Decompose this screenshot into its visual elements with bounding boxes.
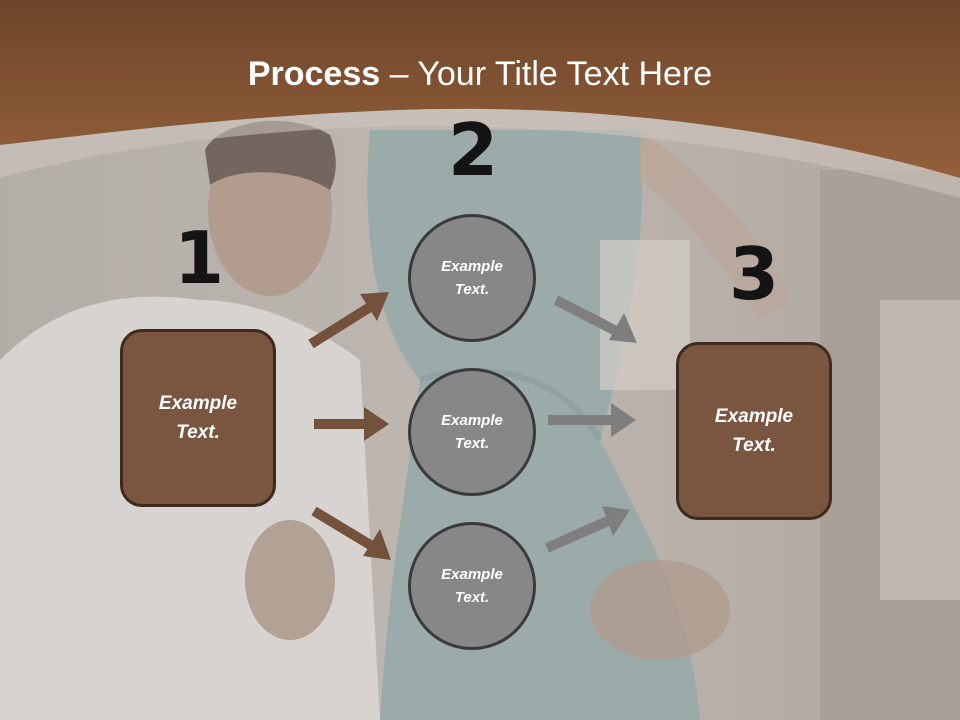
circle-top-text: Example Text. [441, 258, 503, 298]
title-rest: – Your Title Text Here [380, 55, 713, 93]
step-3-box: Example Text. [676, 342, 832, 520]
arrow-left-to-middle-head [364, 407, 389, 441]
arrow-left-to-bottom-head [363, 529, 391, 560]
arrow-left-to-bottom [311, 506, 375, 551]
arrow-left-to-top [308, 302, 373, 349]
step-2-circle-bottom: Example Text. [408, 522, 536, 650]
arrow-middle-to-right-head [611, 403, 636, 437]
step-2-circle-top: Example Text. [408, 214, 536, 342]
title-strong: Process [247, 55, 381, 93]
step-number-2: 2 [447, 108, 499, 192]
arrow-bottom-to-right [544, 515, 613, 553]
slide-title: Process – Your Title Text Here [0, 52, 960, 96]
step-number-3: 3 [728, 232, 780, 316]
arrow-top-to-right [553, 295, 621, 337]
circle-middle-text: Example Text. [441, 412, 503, 452]
step-3-box-text: Example Text. [714, 406, 794, 456]
step-number-1: 1 [173, 216, 225, 300]
arrow-left-to-top-head [360, 292, 389, 321]
arrow-top-to-right-head [609, 313, 637, 343]
circle-bottom-text: Example Text. [441, 566, 503, 606]
step-2-circle-middle: Example Text. [408, 368, 536, 496]
step-1-box: Example Text. [120, 329, 276, 507]
step-1-box-text: Example Text. [158, 393, 238, 443]
arrow-bottom-to-right-head [602, 506, 630, 536]
